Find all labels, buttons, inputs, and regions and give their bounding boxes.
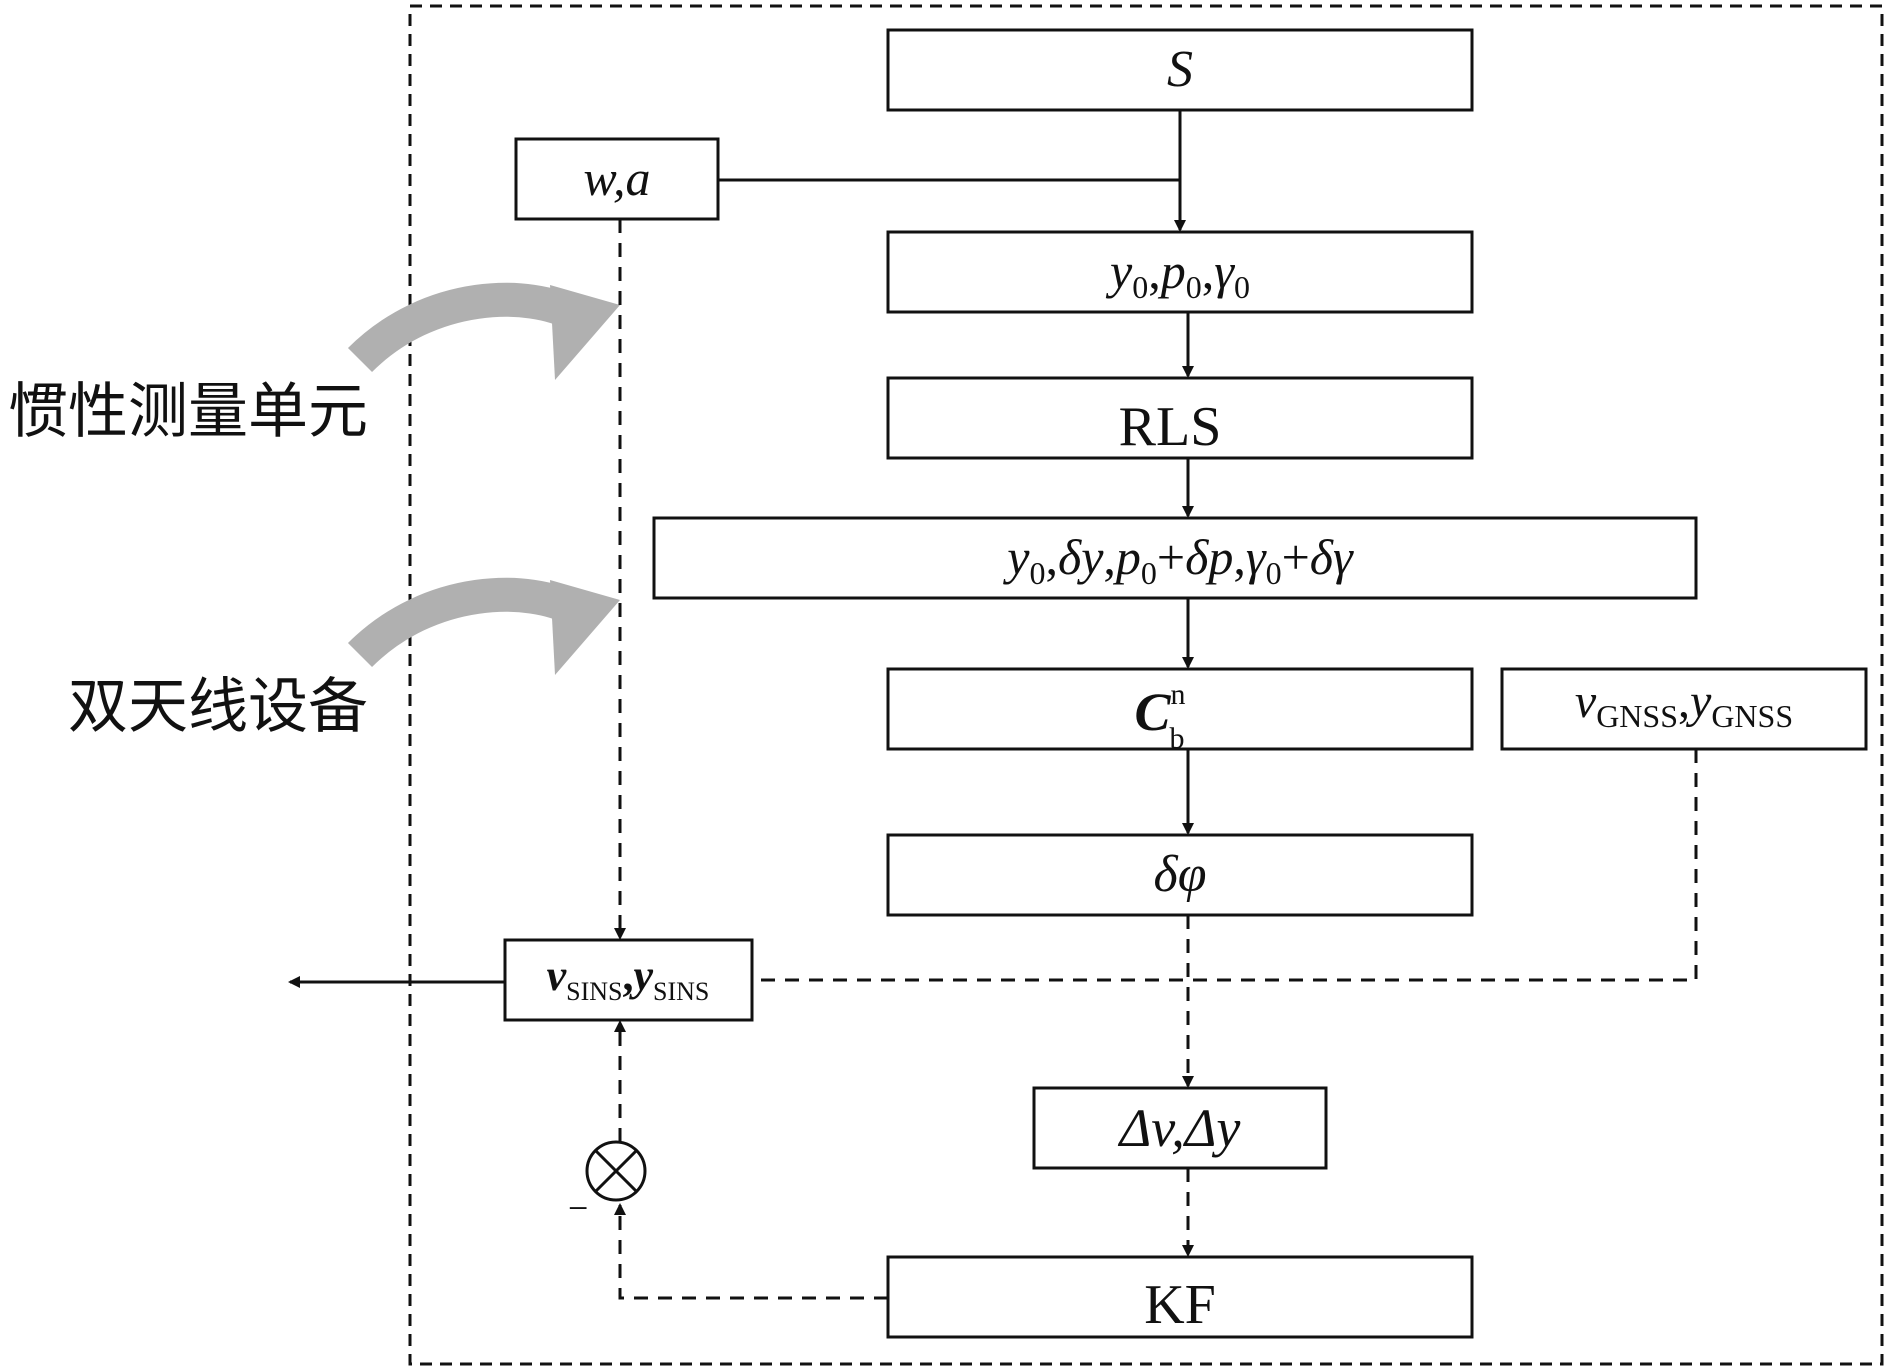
- multiplier-cross-b: [594, 1149, 638, 1193]
- kf-box: [886, 1255, 1474, 1339]
- sins-box: [503, 938, 754, 1022]
- dphi-box: [886, 833, 1474, 917]
- kf-text: KF: [1144, 1274, 1216, 1336]
- updated-attitude-text: y0,δy,p0+δp,γ0+δγ: [1002, 529, 1354, 591]
- cbn-box: [886, 667, 1474, 751]
- initial-attitude-box: [886, 230, 1474, 314]
- wa-text: w,a: [583, 150, 650, 206]
- dv-dy-box: [1032, 1086, 1328, 1170]
- gnss-text: vGNSS,yGNSS: [1575, 675, 1793, 734]
- rls-box: [886, 376, 1474, 460]
- dual-antenna-label: 双天线设备: [68, 672, 368, 742]
- imu-input-arrow: [347, 282, 620, 380]
- dual-antenna-input-arrow: [347, 577, 620, 675]
- kf-feedback-dashed-line: [614, 1203, 888, 1300]
- rls-text: RLS: [1119, 396, 1222, 458]
- dv-dy-text: Δv,Δy: [1118, 1098, 1241, 1158]
- updated-attitude-box: [652, 516, 1698, 600]
- gnss-box: [1500, 667, 1868, 751]
- sins-text: vSINS,ySINS: [547, 951, 710, 1006]
- dphi-text: δφ: [1154, 846, 1207, 903]
- minus-sign: −: [568, 1188, 588, 1228]
- gnss-to-sins-dashed-line: [752, 749, 1698, 982]
- initial-attitude-text: y0,p0,γ0: [1105, 243, 1250, 305]
- wa-box: [514, 137, 720, 221]
- s-text: S: [1167, 41, 1193, 98]
- imu-label: 惯性测量单元: [8, 377, 368, 447]
- system-frame: [408, 4, 1884, 1366]
